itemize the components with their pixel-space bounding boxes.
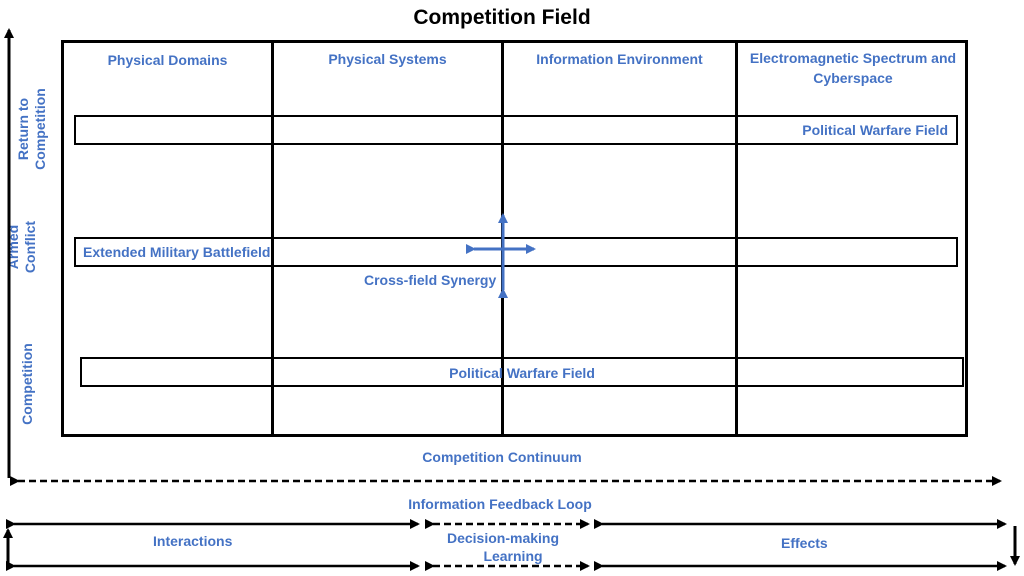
diagram-title: Competition Field	[413, 6, 591, 29]
column-header-em-spectrum-cyberspace: Electromagnetic Spectrum and Cyberspace	[749, 50, 957, 86]
column-header-information-environment: Information Environment	[536, 51, 703, 67]
column-header-physical-domains: Physical Domains	[107, 52, 228, 68]
band-label-political-warfare-top: Political Warfare Field	[802, 122, 948, 138]
competition-continuum-label: Competition Continuum	[422, 449, 582, 465]
band-label-political-warfare-bottom: Political Warfare Field	[449, 365, 595, 381]
political-warfare-band-bottom	[80, 357, 964, 387]
cross-field-synergy-label: Cross-field Synergy	[364, 272, 497, 288]
political-warfare-band-top	[74, 115, 958, 145]
column-header-physical-systems: Physical Systems	[328, 51, 447, 67]
effects-label: Effects	[781, 535, 828, 551]
competition-field-grid	[61, 40, 968, 437]
decision-making-label: Decision-making	[446, 530, 560, 546]
interactions-label: Interactions	[153, 533, 233, 549]
learning-label: Learning	[483, 548, 543, 564]
information-feedback-loop-label: Information Feedback Loop	[408, 496, 592, 512]
extended-military-battlefield-band	[74, 237, 958, 267]
band-label-extended-military-battlefield: Extended Military Battlefield	[83, 244, 271, 260]
